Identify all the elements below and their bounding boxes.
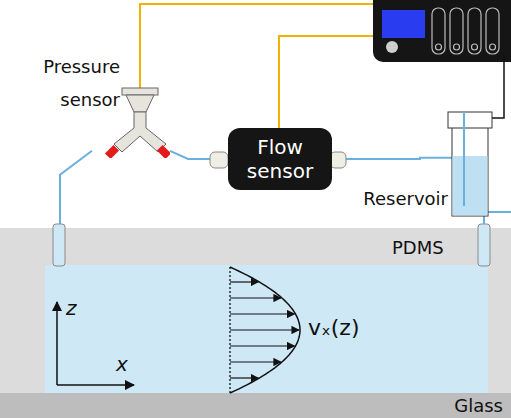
signal-wire bbox=[140, 4, 373, 88]
pdms-block bbox=[0, 228, 511, 395]
signal-wire bbox=[279, 36, 373, 128]
velocity-arrow bbox=[230, 313, 294, 314]
controller-knob bbox=[386, 41, 398, 53]
axis-label: z bbox=[66, 296, 77, 320]
controller-slots bbox=[432, 8, 499, 54]
node-label: Glass bbox=[454, 395, 503, 417]
z-axis bbox=[56, 302, 58, 385]
pressure-sensor: Pressure sensor bbox=[92, 86, 170, 158]
outlet-port bbox=[478, 224, 490, 266]
velocity-arrow bbox=[230, 345, 294, 346]
velocity-label: vₓ(z) bbox=[308, 316, 360, 340]
inlet-port bbox=[53, 224, 65, 266]
velocity-profile bbox=[230, 267, 300, 393]
reservoir-tube bbox=[444, 110, 504, 220]
tube-fitting bbox=[330, 152, 346, 168]
node-label: Pressure sensor bbox=[2, 50, 120, 116]
glass-slide bbox=[0, 393, 511, 418]
controller-screen bbox=[382, 10, 425, 38]
velocity-arrow bbox=[230, 361, 281, 362]
velocity-arrow bbox=[230, 281, 258, 282]
tubing bbox=[332, 158, 452, 159]
axis-label: x bbox=[116, 352, 128, 376]
tube-fitting bbox=[210, 152, 228, 168]
velocity-arrow bbox=[230, 377, 258, 378]
node-label: Reservoir bbox=[363, 188, 448, 210]
controller bbox=[373, 0, 511, 62]
velocity-arrows bbox=[230, 282, 299, 378]
tubing bbox=[60, 151, 92, 228]
glass-layer: Glass bbox=[0, 395, 511, 418]
reservoir: Reservoir bbox=[452, 110, 488, 216]
channel bbox=[45, 265, 488, 395]
pdms-layer: PDMS bbox=[0, 228, 511, 395]
x-axis bbox=[57, 384, 134, 386]
node-label: PDMS bbox=[392, 237, 444, 259]
flow-sensor: Flow sensor bbox=[228, 128, 332, 190]
velocity-arrow bbox=[230, 329, 299, 330]
velocity-arrow bbox=[230, 297, 281, 298]
node-label: Flow sensor bbox=[234, 135, 326, 183]
pressure-line bbox=[492, 54, 504, 118]
